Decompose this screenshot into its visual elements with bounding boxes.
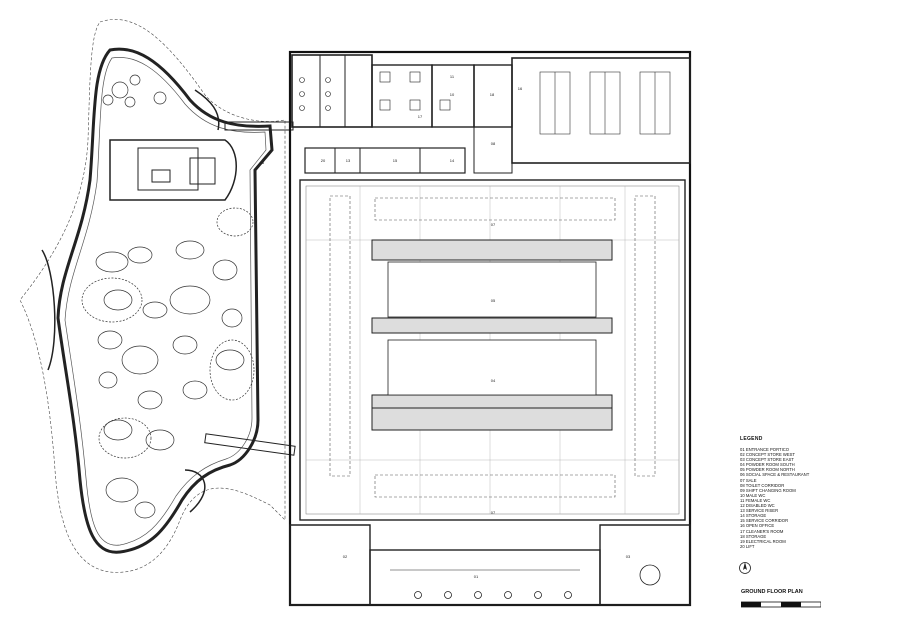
room-label-wc-male: 10 [450, 92, 455, 97]
restaurant-furniture [81, 74, 255, 519]
room-label-powder-south: 04 [491, 378, 496, 383]
legend-item: 19 ELECTRICAL ROOM [740, 538, 786, 544]
south-wing [289, 524, 691, 606]
legend-item: 15 SERVICE CORRIDOR [740, 518, 789, 524]
room-label-storage: 18 [490, 92, 495, 97]
round-table [639, 564, 661, 586]
north-arrow-icon [739, 562, 751, 574]
room-label-store-west: 02 [343, 554, 348, 559]
link-south [204, 433, 296, 456]
room-label-storage14: 14 [450, 158, 455, 163]
site-boundary [19, 19, 286, 573]
display-islands [371, 239, 613, 431]
legend-item: 17 CLEANER'S ROOM [740, 528, 784, 534]
legend-item: 11 FEMALE WC [740, 497, 771, 503]
room-label-office: 16 [518, 86, 523, 91]
link-north [224, 121, 294, 131]
legend-item: 14 STORAGE [740, 513, 767, 519]
legend-item: 07 SALE [740, 477, 757, 483]
legend-item: 10 MALE WC [740, 492, 766, 498]
legend-item: 20 LIFT [740, 543, 755, 549]
office-desks [539, 71, 671, 135]
legend-item: 12 DISABLED WC [740, 503, 775, 509]
portico-columns [414, 591, 572, 599]
bar-counter [109, 139, 237, 201]
room-label-service: 15 [393, 158, 398, 163]
legend-item: 03 CONCEPT STORE EAST [740, 457, 794, 463]
legend-item: 04 POWDER ROOM SOUTH [740, 462, 795, 468]
entry-canopy-west [41, 249, 56, 371]
legend-item: 09 SHIFT CHANGING ROOM [740, 487, 796, 493]
entry-canopy-ne [194, 89, 220, 131]
room-label-portico: 01 [474, 574, 479, 579]
main-hall-inner [305, 185, 680, 515]
wc-fixtures [299, 71, 451, 111]
legend-item: 01 ENTRANCE PORTICO [740, 447, 790, 452]
display-islands-inner [387, 261, 597, 396]
legend-item: 08 TOILET CORRIDOR [740, 482, 785, 488]
room-label-wc-female: 11 [450, 74, 455, 79]
room-label-lift: 20 [321, 158, 326, 163]
room-label-cleaner: 17 [418, 114, 423, 119]
north-service-wing [291, 54, 691, 174]
legend-item: 18 STORAGE [740, 533, 767, 539]
legend-item: 13 SERVICE RISER [740, 508, 779, 514]
plan-title: GROUND FLOOR PLAN [741, 589, 803, 595]
main-hall [299, 179, 686, 521]
room-label-social: 06 [260, 160, 265, 165]
scale-bar [741, 601, 821, 608]
room-label-corridor: 08 [491, 141, 496, 146]
legend-item: 06 SOCIAL SPACE & RESTAURANT [740, 472, 810, 478]
legend-title: LEGEND [740, 436, 763, 442]
legend-item: 05 POWDER ROOM NORTH [740, 467, 795, 473]
entry-canopy-se [184, 469, 206, 513]
skylights [329, 195, 656, 498]
room-label-store-east: 03 [626, 554, 631, 559]
room-label-riser: 13 [346, 158, 351, 163]
restaurant-outer-wall [56, 47, 274, 554]
room-label-powder-north: 05 [491, 298, 496, 303]
room-label-sale-north: 07 [491, 222, 496, 227]
legend-item: 02 CONCEPT STORE WEST [740, 452, 795, 458]
restaurant-inner-wall [64, 56, 267, 546]
legend-item: 16 OPEN OFFICE [740, 523, 775, 529]
room-label-sale-south: 07 [491, 510, 496, 515]
